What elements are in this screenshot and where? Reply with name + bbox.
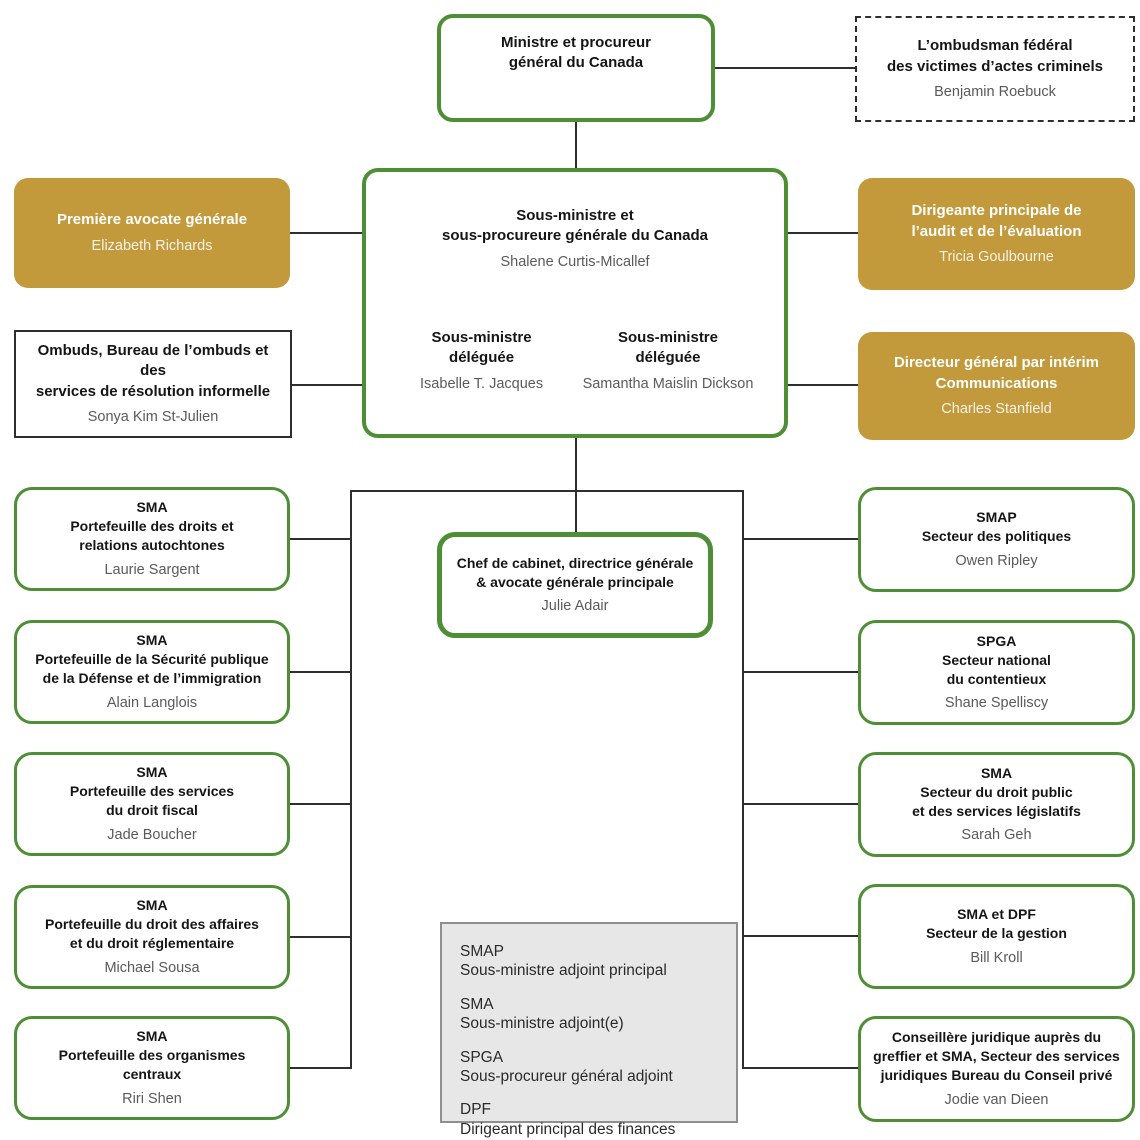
legend-spga-def: Sous-procureur général adjoint (460, 1067, 673, 1085)
ombuds-office-person: Sonya Kim St-Julien (87, 408, 219, 425)
communications-person: Charles Stanfield (941, 400, 1052, 417)
connector-deputy-communications (788, 384, 858, 386)
chief-of-staff-title: Chef de cabinet, directrice générale & a… (456, 554, 694, 590)
abbreviations-legend: SMAP Sous-ministre adjoint principal SMA… (440, 922, 738, 1138)
connector-chief-of-staff-drop (575, 490, 577, 532)
right-node-1-person: Owen Ripley (955, 552, 1038, 569)
left-node-organismes-centraux: SMA Portefeuille des organismes centraux… (14, 1016, 290, 1120)
legend-dpf-abbr: DPF (460, 1101, 491, 1119)
connector-deputy-ombuds (292, 384, 362, 386)
left-node-droit-fiscal: SMA Portefeuille des services du droit f… (14, 752, 290, 856)
left-node-3-person: Jade Boucher (107, 826, 197, 843)
legend-item-sma: SMA Sous-ministre adjoint(e) (460, 995, 726, 1034)
legend-smap-abbr: SMAP (460, 943, 504, 960)
right-node-4-person: Bill Kroll (970, 949, 1023, 966)
audit-chief-title: Dirigeante principale de l’audit et de l… (911, 202, 1082, 240)
connector-left-1 (290, 538, 352, 540)
left-node-droits-autochtones: SMA Portefeuille des droits et relations… (14, 487, 290, 591)
legend-sma-abbr: SMA (460, 995, 494, 1013)
ombudsman-title: L’ombudsman fédéral des victimes d’actes… (887, 37, 1103, 75)
connector-left-4 (290, 936, 352, 938)
associate-deputy-1-title: Sous-ministre déléguée (431, 329, 532, 367)
associate-deputy-1-person: Isabelle T. Jacques (420, 375, 544, 392)
right-node-5-title: Conseillère juridique auprès du greffier… (873, 1029, 1120, 1084)
associate-deputy-2-person: Samantha Maislin Dickson (582, 375, 754, 392)
connector-spreader (350, 490, 744, 492)
chief-of-staff-box: Chef de cabinet, directrice générale & a… (437, 532, 713, 638)
connector-right-4 (742, 935, 858, 937)
connector-right-1 (742, 538, 858, 540)
right-node-2-person: Shane Spelliscy (944, 695, 1049, 712)
right-node-conseil-prive: Conseillère juridique auprès du greffier… (858, 1016, 1135, 1122)
connector-deputy-audit (788, 232, 858, 234)
right-node-3-title: SMA Secteur du droit public et des servi… (912, 764, 1081, 819)
right-node-3-person: Sarah Geh (961, 827, 1032, 844)
legend-item-smap: SMAP Sous-ministre adjoint principal (460, 942, 726, 981)
communications-title: Directeur général par intérim Communicat… (893, 354, 1100, 392)
right-node-4-title: SMA et DPF Secteur de la gestion (926, 906, 1067, 942)
right-node-5-person: Jodie van Dieen (944, 1091, 1049, 1108)
left-node-5-title: SMA Portefeuille des organismes centraux (58, 1028, 246, 1083)
connector-right-3 (742, 803, 858, 805)
ombudsman-person: Benjamin Roebuck (934, 83, 1056, 100)
connector-right-trunk (742, 490, 744, 1068)
left-node-5-person: Riri Shen (122, 1090, 182, 1107)
associate-deputy-2: Sous-ministre déléguée Samantha Maislin … (583, 328, 754, 393)
connector-minister-ombudsman (715, 67, 855, 69)
ombudsman-box: L’ombudsman fédéral des victimes d’actes… (855, 16, 1135, 122)
legend-sma-def: Sous-ministre adjoint(e) (460, 1015, 624, 1033)
left-node-4-title: SMA Portefeuille du droit des affaires e… (45, 897, 259, 952)
connector-minister-deputy (575, 122, 577, 168)
left-node-securite-publique: SMA Portefeuille de la Sécurité publique… (14, 620, 290, 724)
audit-chief-box: Dirigeante principale de l’audit et de l… (858, 178, 1135, 290)
connector-left-2 (290, 671, 352, 673)
connector-right-5 (742, 1067, 858, 1069)
right-node-droit-public: SMA Secteur du droit public et des servi… (858, 752, 1135, 857)
minister-title: Ministre et procureur général du Canada (500, 34, 652, 72)
associate-deputies-row: Sous-ministre déléguée Isabelle T. Jacqu… (366, 328, 784, 393)
legend-smap-def: Sous-ministre adjoint principal (460, 962, 667, 980)
deputy-minister-person: Shalene Curtis-Micallef (500, 253, 650, 270)
legend-spga-abbr: SPGA (460, 1048, 504, 1066)
ombuds-office-title: Ombuds, Bureau de l’ombuds et des servic… (35, 342, 271, 400)
communications-box: Directeur général par intérim Communicat… (858, 332, 1135, 440)
left-node-4-person: Michael Sousa (104, 959, 200, 976)
associate-deputy-1: Sous-ministre déléguée Isabelle T. Jacqu… (397, 328, 567, 393)
left-node-2-title: SMA Portefeuille de la Sécurité publique… (35, 632, 269, 687)
right-node-2-title: SPGA Secteur national du contentieux (942, 632, 1051, 687)
right-node-politiques: SMAP Secteur des politiques Owen Ripley (858, 487, 1135, 592)
legend-dpf-def: Dirigeant principal des finances (460, 1120, 676, 1138)
connector-deputy-down (575, 438, 577, 490)
first-general-counsel-box: Première avocate générale Elizabeth Rich… (14, 178, 290, 288)
left-node-droit-affaires: SMA Portefeuille du droit des affaires e… (14, 885, 290, 989)
connector-left-3 (290, 803, 352, 805)
first-general-counsel-person: Elizabeth Richards (91, 237, 213, 254)
audit-chief-person: Tricia Goulbourne (939, 248, 1054, 265)
connector-left-trunk (350, 490, 352, 1068)
minister-box: Ministre et procureur général du Canada (437, 14, 715, 122)
first-general-counsel-title: Première avocate générale (56, 211, 248, 229)
left-node-1-title: SMA Portefeuille des droits et relations… (70, 499, 234, 554)
connector-right-2 (742, 671, 858, 673)
right-node-gestion: SMA et DPF Secteur de la gestion Bill Kr… (858, 884, 1135, 989)
deputy-minister-header: Sous-ministre et sous-procureure général… (366, 206, 784, 271)
legend-item-spga: SPGA Sous-procureur général adjoint (460, 1048, 726, 1087)
left-node-3-title: SMA Portefeuille des services du droit f… (69, 764, 235, 819)
connector-deputy-first-counsel (290, 232, 362, 234)
chief-of-staff-person: Julie Adair (541, 598, 609, 615)
deputy-minister-title: Sous-ministre et sous-procureure général… (442, 207, 708, 245)
left-node-2-person: Alain Langlois (106, 694, 198, 711)
connector-left-5 (290, 1067, 352, 1069)
associate-deputy-2-title: Sous-ministre déléguée (617, 329, 718, 367)
ombuds-office-box: Ombuds, Bureau de l’ombuds et des servic… (14, 330, 292, 438)
left-node-1-person: Laurie Sargent (104, 561, 200, 578)
right-node-1-title: SMAP Secteur des politiques (921, 509, 1072, 545)
legend-item-dpf: DPF Dirigeant principal des finances (460, 1100, 726, 1139)
deputy-minister-box: Sous-ministre et sous-procureure général… (362, 168, 788, 438)
right-node-contentieux: SPGA Secteur national du contentieux Sha… (858, 620, 1135, 725)
